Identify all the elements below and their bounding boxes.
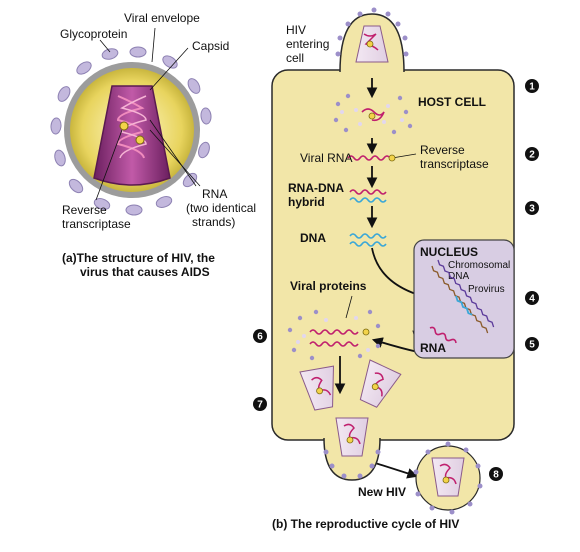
host-cell-label: HOST CELL xyxy=(418,95,486,109)
rna-dna-hybrid-label-2: hybrid xyxy=(288,195,325,209)
new-hiv-virion xyxy=(413,441,483,515)
rt-label-1: Reverse xyxy=(420,143,465,157)
transcribed-rna xyxy=(429,326,457,344)
assembled-capsid-left xyxy=(299,365,334,411)
hiv-entering-label-3: cell xyxy=(286,51,304,65)
rt-label-2: transcriptase xyxy=(420,157,489,171)
reverse-transcriptase-molecules xyxy=(119,121,145,145)
viral-dna xyxy=(349,233,387,247)
structure-caption-line-2: virus that causes AIDS xyxy=(80,265,210,279)
nucleus xyxy=(413,239,515,359)
assembled-capsid-right xyxy=(359,359,402,408)
provirus-label: Provirus xyxy=(468,284,505,295)
reverse-transcriptase-leader xyxy=(391,153,417,159)
structure-caption-line-1: (a)The structure of HIV, the xyxy=(62,251,215,265)
assembling-components xyxy=(287,309,381,361)
nucleus-rna-label: RNA xyxy=(420,341,446,355)
step-marker-6: 6 xyxy=(253,329,267,343)
step-marker-8: 8 xyxy=(489,467,503,481)
capsid-label: Capsid xyxy=(192,39,229,53)
step-marker-2: 2 xyxy=(525,147,539,161)
svg-text:2: 2 xyxy=(529,150,535,161)
structure-leader-lines xyxy=(95,27,201,201)
viral-rna-label: Viral RNA xyxy=(300,151,352,165)
svg-text:7: 7 xyxy=(257,400,263,411)
step-marker-7: 7 xyxy=(253,397,267,411)
hiv-structure: Glycoprotein Viral envelope Capsid RNA (… xyxy=(50,11,256,279)
svg-text:5: 5 xyxy=(529,340,535,351)
svg-text:8: 8 xyxy=(493,470,499,481)
uncoating-debris xyxy=(333,93,413,135)
svg-text:1: 1 xyxy=(529,82,535,93)
chromosomal-dna-strands xyxy=(431,259,495,334)
rna-strand-1 xyxy=(116,95,145,159)
nucleus-label: NUCLEUS xyxy=(420,245,478,259)
reverse-transcriptase-label-2: transcriptase xyxy=(62,217,131,231)
budding-virion xyxy=(323,417,381,481)
hiv-entering-label-2: entering xyxy=(286,37,329,51)
svg-text:3: 3 xyxy=(529,204,535,215)
reverse-transcriptase-enzyme xyxy=(388,154,396,162)
reproductive-cycle: HIV entering cell HOST CELL xyxy=(253,7,539,531)
step-marker-3: 3 xyxy=(525,201,539,215)
step-marker-1: 1 xyxy=(525,79,539,93)
svg-text:6: 6 xyxy=(257,332,263,343)
rna-label: RNA xyxy=(202,187,227,201)
rna-dna-hybrid xyxy=(349,189,387,203)
rna-dna-hybrid-label-1: RNA-DNA xyxy=(288,181,344,195)
svg-text:4: 4 xyxy=(529,294,535,305)
dna-label: DNA xyxy=(300,231,326,245)
viral-proteins-label: Viral proteins xyxy=(290,279,367,293)
chromosomal-dna-label-2: DNA xyxy=(448,271,469,282)
reverse-transcriptase-label-1: Reverse xyxy=(62,203,107,217)
new-hiv-label: New HIV xyxy=(358,485,406,499)
step-marker-5: 5 xyxy=(525,337,539,351)
step-marker-4: 4 xyxy=(525,291,539,305)
viral-proteins-leader xyxy=(345,295,353,319)
rna-note-line-2: strands) xyxy=(192,215,235,229)
chromosomal-dna-label-1: Chromosomal xyxy=(448,260,510,271)
viral-rna-strand xyxy=(347,155,391,161)
viral-envelope-label: Viral envelope xyxy=(124,11,200,25)
step-markers: 1 2 3 4 5 6 7 8 xyxy=(253,79,539,481)
cycle-caption: (b) The reproductive cycle of HIV xyxy=(272,517,459,531)
rna-note-line-1: (two identical xyxy=(186,201,256,215)
hiv-entering-label-1: HIV xyxy=(286,23,306,37)
entering-virion xyxy=(335,7,409,73)
glycoprotein-knobs xyxy=(50,46,212,216)
glycoprotein-label: Glycoprotein xyxy=(60,27,127,41)
